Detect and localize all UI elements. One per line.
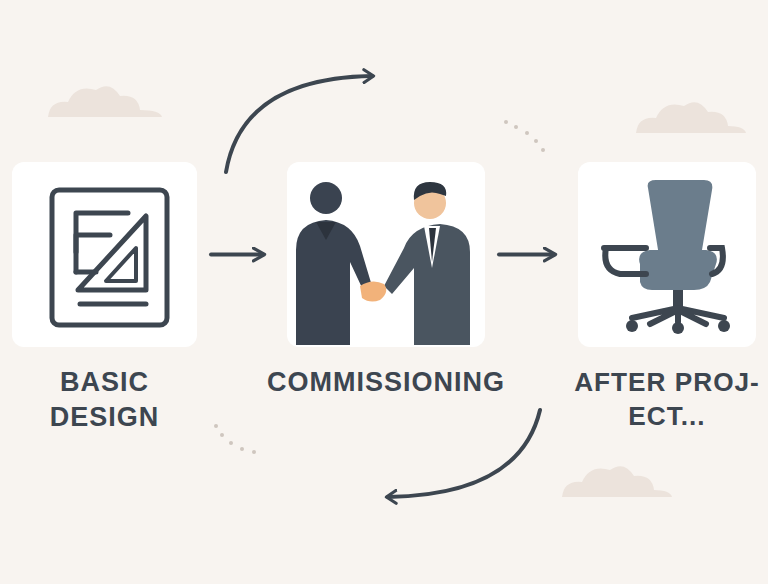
flow-arrow: [211, 253, 263, 257]
commissioning-step: COMMISSIONING: [287, 162, 485, 347]
handshake-icon: [296, 182, 470, 345]
decor-dots: [214, 120, 545, 454]
flow-arrow: [499, 253, 554, 257]
design-step: BASIC DESIGN: [12, 162, 197, 347]
cycle-arrow: [388, 410, 540, 497]
icon-panel: [12, 162, 756, 347]
chair-icon: [604, 180, 730, 334]
after-project-step: AFTER PROJ- ECT...: [578, 162, 756, 347]
step-label: BASIC DESIGN: [30, 365, 180, 435]
cycle-arrow: [226, 76, 372, 172]
design-icon: [52, 190, 167, 325]
step-label: COMMISSIONING: [267, 365, 505, 400]
step-label: AFTER PROJ- ECT...: [567, 365, 767, 433]
